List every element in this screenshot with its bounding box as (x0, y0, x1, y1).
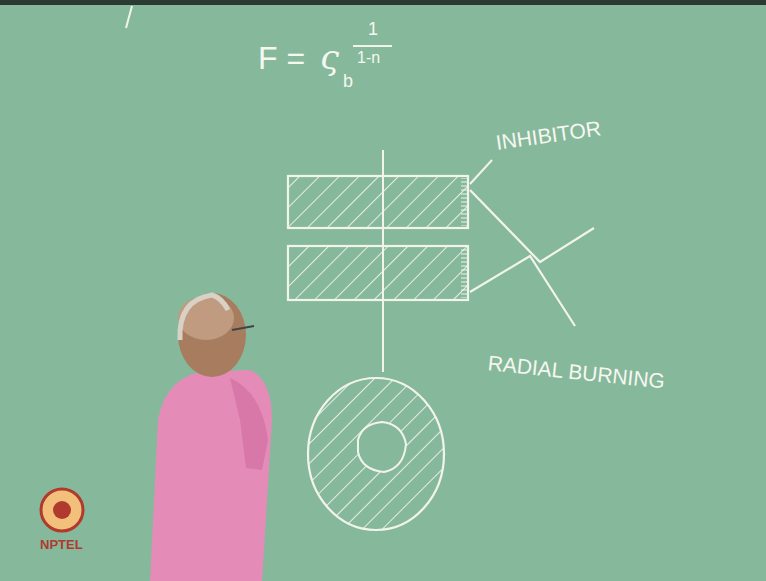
board-top-edge (0, 0, 766, 5)
grain-cross-section (308, 378, 444, 530)
caption-note: RADIAL BURNING (487, 352, 666, 391)
lecturer (150, 293, 272, 581)
formula-text: F = (258, 42, 305, 74)
grain-section (288, 176, 468, 300)
nozzle-outline (470, 190, 594, 326)
exponent-denominator: 1-n (357, 50, 380, 66)
fraction-bar (353, 45, 392, 47)
part-label: INHIBITOR (495, 117, 603, 153)
nptel-logo (41, 489, 83, 531)
watermark: NPTEL (40, 538, 83, 551)
leader-line (470, 160, 492, 184)
formula-symbol: ς (320, 40, 339, 74)
chalk-mark (126, 6, 132, 28)
exponent-numerator: 1 (368, 20, 378, 38)
formula-subscript: b (343, 72, 353, 90)
